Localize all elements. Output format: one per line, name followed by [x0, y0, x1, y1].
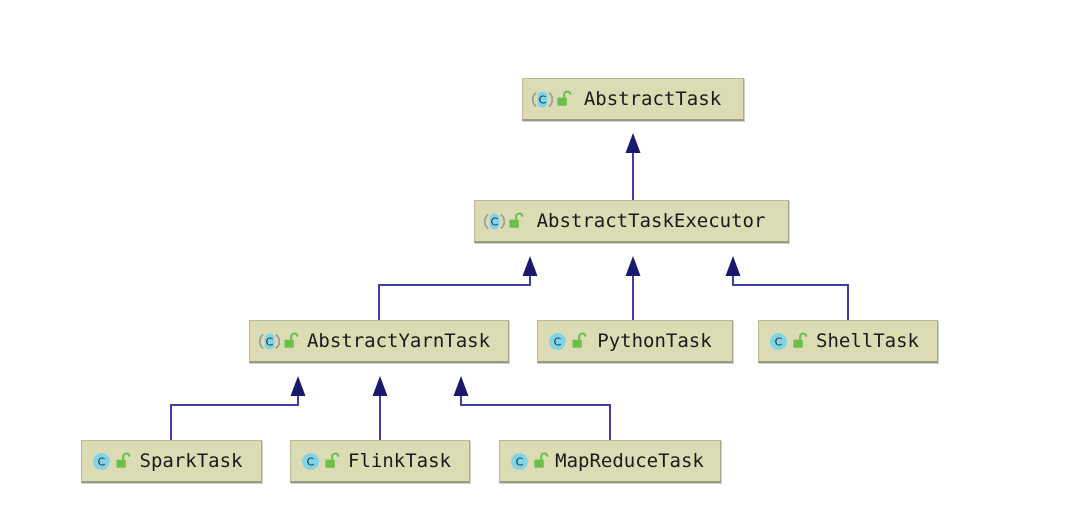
svg-text:C: C — [539, 93, 547, 106]
inheritance-arrowhead — [522, 256, 538, 276]
class-node-spark-task[interactable]: C SparkTask — [81, 440, 262, 483]
class-node-python-task[interactable]: C PythonTask — [537, 320, 733, 363]
inheritance-edge — [725, 256, 849, 320]
svg-text:C: C — [307, 455, 315, 468]
unlocked-padlock-icon — [534, 452, 549, 468]
svg-text:C: C — [554, 335, 562, 348]
inheritance-arrowhead — [625, 133, 641, 153]
class-icon: C — [549, 332, 566, 350]
inheritance-arrowhead — [725, 256, 741, 276]
class-icon: C — [770, 332, 787, 350]
inheritance-arrowhead — [372, 376, 388, 396]
inheritance-edge — [453, 376, 611, 440]
class-icon: C — [484, 212, 505, 230]
node-icon-group: C — [475, 211, 524, 232]
unlocked-padlock-icon — [509, 212, 524, 228]
class-node-flink-task[interactable]: C FlinkTask — [290, 440, 470, 483]
svg-text:C: C — [516, 455, 524, 468]
unlocked-padlock-icon — [325, 452, 340, 468]
svg-text:C: C — [491, 215, 499, 228]
class-node-label: MapReduceTask — [555, 449, 704, 472]
node-icon-group: C — [291, 451, 340, 472]
class-icon: C — [302, 452, 319, 470]
node-icon-group: C — [500, 451, 549, 472]
inheritance-arrowhead — [290, 376, 306, 396]
inheritance-arrowhead — [453, 376, 469, 396]
class-node-label: ShellTask — [816, 329, 919, 352]
inheritance-arrowhead — [625, 256, 641, 276]
node-icon-group: C — [759, 331, 808, 352]
class-icon: C — [511, 452, 528, 470]
class-node-label: AbstractYarnTask — [306, 329, 491, 352]
class-icon: C — [93, 452, 110, 470]
class-node-label: SparkTask — [139, 449, 243, 472]
unlocked-padlock-icon — [572, 332, 587, 348]
inheritance-edge — [625, 133, 641, 200]
unlocked-padlock-icon — [284, 332, 299, 348]
class-node-label: AbstractTask — [583, 87, 722, 110]
svg-text:C: C — [98, 455, 106, 468]
node-icon-group: C — [82, 451, 131, 472]
class-node-label: AbstractTaskExecutor — [536, 209, 766, 232]
inheritance-edge — [372, 376, 388, 440]
svg-text:C: C — [775, 335, 783, 348]
class-node-abstract-task-executor[interactable]: C AbstractTaskExecutor — [474, 200, 789, 243]
edge-line — [732, 276, 849, 320]
unlocked-padlock-icon — [557, 90, 572, 106]
inheritance-edge — [378, 256, 538, 320]
node-icon-group: C — [523, 89, 572, 110]
unlocked-padlock-icon — [793, 332, 808, 348]
class-icon: C — [259, 332, 280, 350]
node-icon-group: C — [250, 331, 299, 352]
class-icon: C — [532, 90, 553, 108]
edge-line — [460, 396, 611, 440]
class-node-abstract-yarn-task[interactable]: C AbstractYarnTask — [249, 320, 509, 363]
unlocked-padlock-icon — [116, 452, 131, 468]
class-node-abstract-task[interactable]: C AbstractTask — [522, 78, 744, 121]
node-icon-group: C — [538, 331, 587, 352]
class-node-shell-task[interactable]: C ShellTask — [758, 320, 938, 363]
edge-line — [378, 276, 531, 320]
svg-text:C: C — [266, 335, 274, 348]
inheritance-edge — [170, 376, 306, 440]
class-node-map-reduce-task[interactable]: C MapReduceTask — [499, 440, 721, 483]
class-node-label: PythonTask — [597, 329, 712, 352]
class-node-label: FlinkTask — [348, 449, 451, 472]
inheritance-edge — [625, 256, 641, 320]
edge-line — [170, 396, 299, 440]
